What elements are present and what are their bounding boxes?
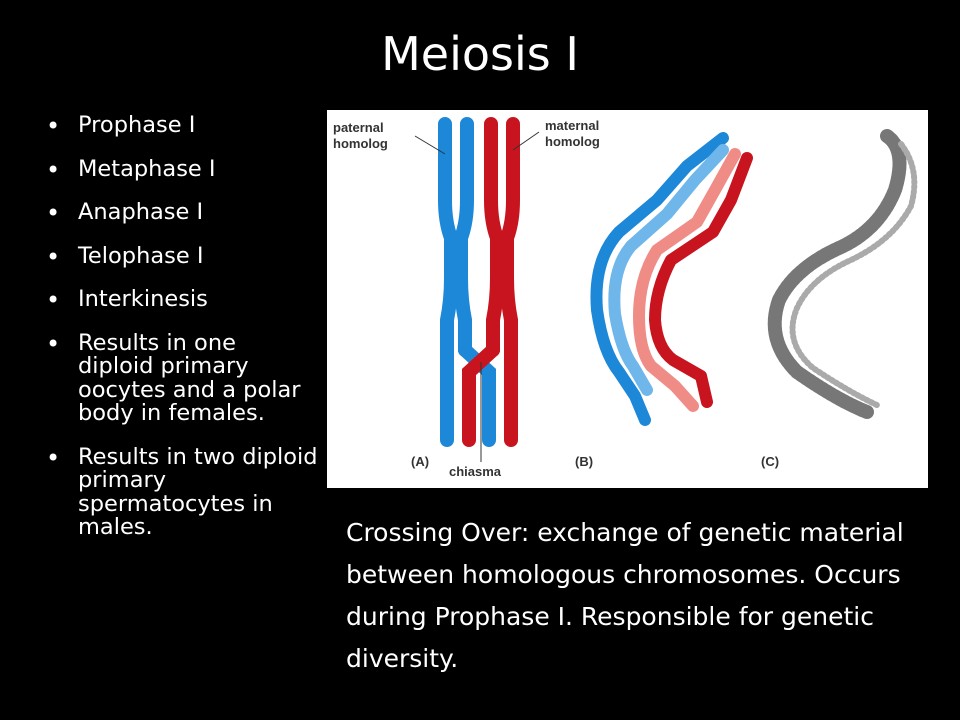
bullet-icon: • [46,199,61,227]
chiasma-label: chiasma [449,464,502,479]
paternal-chromatid-upper-2 [454,117,474,357]
maternal-bent-inner [633,148,741,412]
slide-title: Meiosis I [381,27,579,81]
maternal-label-2: homolog [545,134,600,149]
bullet-item: • Metaphase I [46,155,318,184]
paternal-bent-inner [608,144,729,396]
paternal-chromatid-upper [438,117,458,357]
maternal-chromatid-upper-2 [500,117,520,357]
bullet-item: • Results in one diploid primary oocytes … [46,329,318,426]
bullet-icon: • [46,286,61,314]
bullet-text: Anaphase I [78,199,204,225]
bullet-item: • Anaphase I [46,199,318,227]
figure-svg: paternal homolog maternal homolog chiasm… [333,117,918,479]
bullet-list: • Prophase I • Metaphase I • Anaphase I • Te… [46,112,318,560]
bullet-text: Results in two diploid primary spermatoc… [78,443,318,540]
crossing-over-figure: paternal homolog maternal homolog chiasm… [327,110,928,488]
crossing-over-caption: Crossing Over: exchange of genetic mater… [346,518,904,673]
bullet-text: Results in one diploid primary oocytes a… [78,329,301,426]
paternal-leader-line [414,135,446,155]
bullet-text: Interkinesis [78,286,208,312]
bullet-text: Prophase I [78,112,196,138]
bullet-item: • Results in two diploid primary spermato… [46,443,318,540]
crossover-blue [458,343,496,447]
bullet-item: • Telophase I [46,242,318,271]
paternal-label: paternal [333,120,384,135]
maternal-bent-outer [649,152,753,408]
bullet-icon: • [46,242,61,271]
panel-c-micrograph [767,129,918,419]
panel-c-label: (C) [761,454,779,469]
bullet-item: • Interkinesis [46,286,318,314]
maternal-chromatid-upper [484,117,504,357]
maternal-leader-line [512,131,540,151]
panel-b-label: (B) [575,454,593,469]
bullet-icon: • [46,443,61,472]
maternal-label: maternal [545,118,599,133]
bullet-text: Telophase I [78,242,204,269]
crossover-red [462,343,500,447]
panel-a-chromosomes [414,117,540,462]
paternal-label-2: homolog [333,136,388,151]
bullet-icon: • [46,155,61,184]
bullet-text: Metaphase I [78,155,216,182]
bullet-icon: • [46,329,61,358]
paternal-bent-outer [590,132,729,426]
micrograph-strand [767,129,907,419]
panel-a-label: (A) [411,454,429,469]
bullet-icon: • [46,112,61,140]
micrograph-strand-2 [789,141,918,409]
bullet-item: • Prophase I [46,112,318,140]
panel-b-chromosomes [590,132,753,426]
